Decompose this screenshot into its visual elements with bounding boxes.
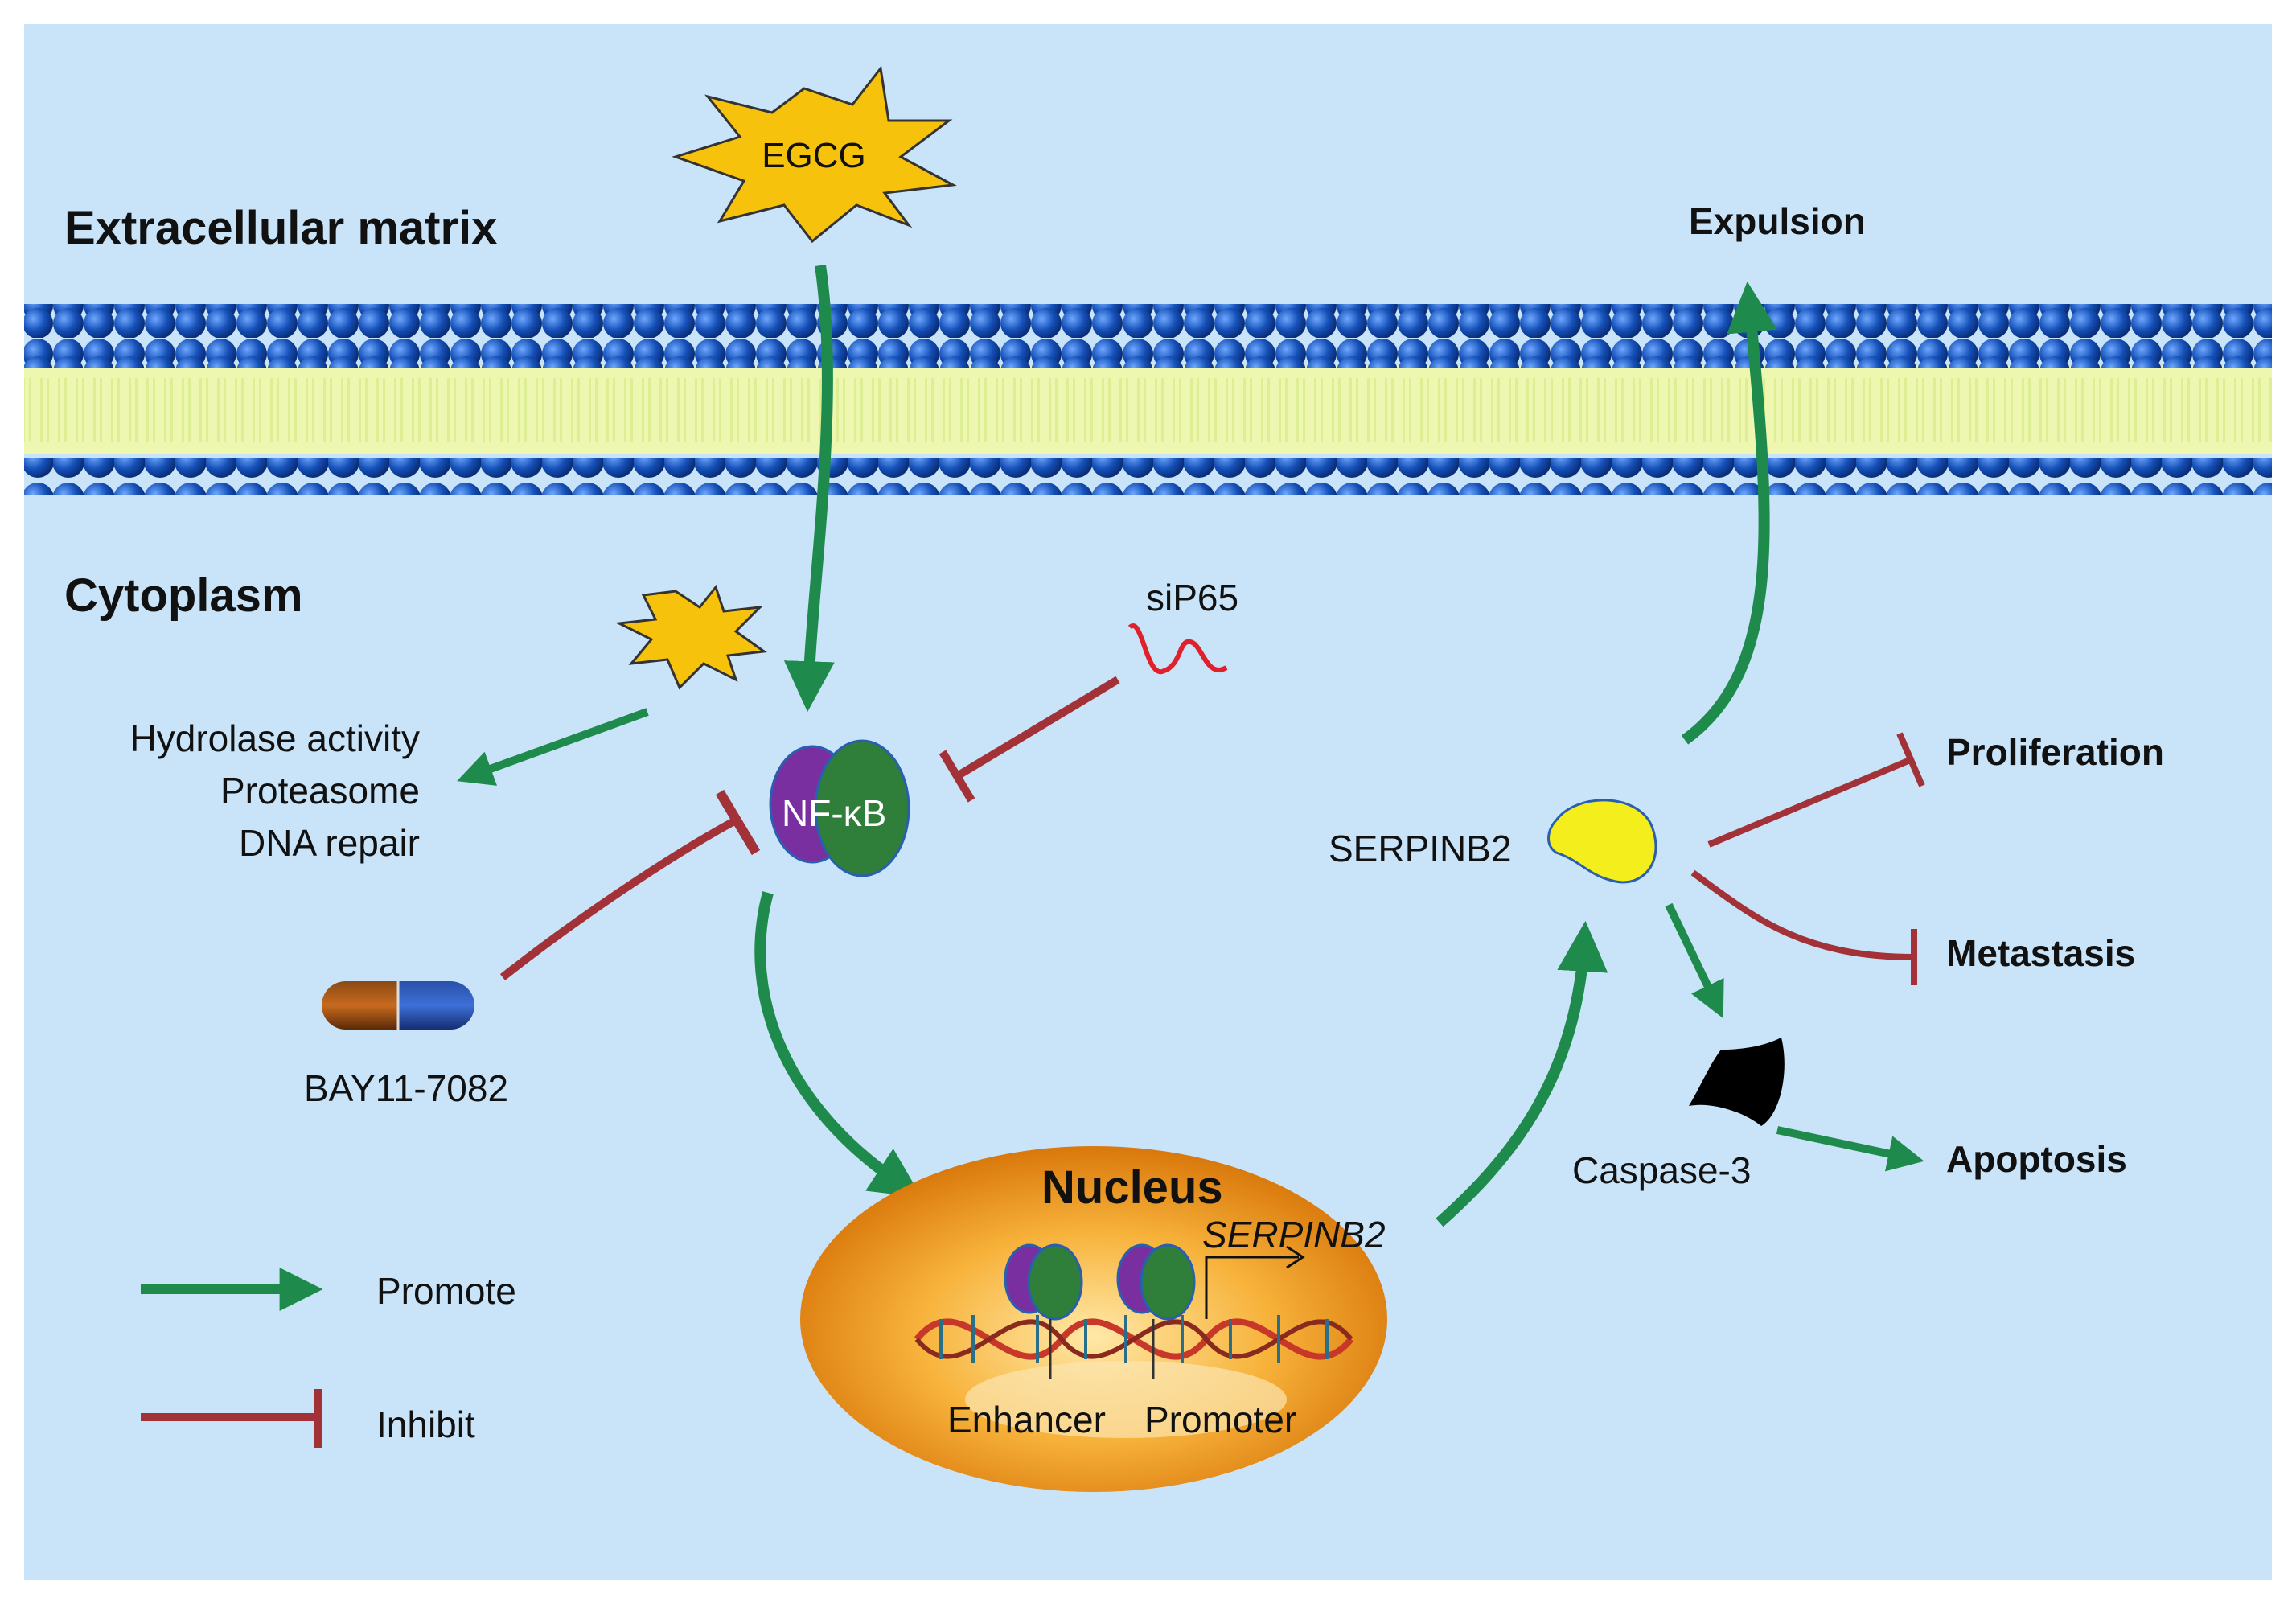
proliferation-inhibit-bar [1896, 732, 1925, 787]
legend-inhibit-label: Inhibit [376, 1404, 475, 1445]
caspase3-icon [1689, 1038, 1785, 1126]
function-hydrolase-label: Hydrolase activity [129, 717, 420, 759]
nucleus-icon [800, 1146, 1387, 1492]
sip65-squiggle-icon [1127, 623, 1228, 674]
bay-capsule-icon [322, 981, 474, 1030]
sip65-inhibit-line [955, 676, 1120, 780]
nfkb-label: NF-κB [782, 792, 887, 834]
apoptosis-label: Apoptosis [1946, 1138, 2127, 1180]
enhancer-label: Enhancer [947, 1399, 1106, 1441]
small-starburst-icon [614, 584, 768, 690]
bay-inhibit-line [499, 816, 738, 980]
nucleus-label: Nucleus [1041, 1161, 1223, 1214]
metastasis-label: Metastasis [1946, 932, 2136, 974]
promoter-label: Promoter [1144, 1399, 1297, 1441]
bay-label: BAY11-7082 [304, 1067, 509, 1109]
nucleus-to-serpinb2-arrow [1436, 920, 1608, 1227]
serpinb2-protein-icon [1547, 799, 1657, 884]
serpinb2-to-expulsion-arrow [1681, 281, 1777, 745]
proliferation-label: Proliferation [1946, 731, 2164, 773]
egcg-label: EGCG [762, 136, 866, 175]
nfkb-to-functions-arrow [457, 708, 649, 786]
bay-inhibit-bar [715, 789, 761, 856]
nfkb-complex-icon [769, 739, 910, 877]
nfkb-to-nucleus-arrow [754, 891, 922, 1198]
serpinb2-gene-label: SERPINB2 [1202, 1214, 1386, 1256]
cell-membrane [24, 304, 2272, 495]
serpinb2-to-caspase-arrow [1665, 902, 1724, 1019]
egcg-to-nfkb-arrow [783, 264, 835, 713]
serpinb2-metastasis-inhibit-line [1690, 869, 1915, 960]
function-proteasome-label: Proteasome [220, 770, 420, 812]
caspase-to-apoptosis-arrow [1776, 1126, 1924, 1172]
legend-promote-label: Promote [376, 1270, 516, 1312]
function-dna-repair-label: DNA repair [239, 822, 420, 864]
sip65-label: siP65 [1146, 577, 1239, 619]
egcg-starburst-icon [672, 65, 957, 244]
caspase3-label: Caspase-3 [1572, 1149, 1752, 1191]
serpinb2-label: SERPINB2 [1329, 828, 1512, 869]
cytoplasm-label: Cytoplasm [64, 569, 303, 622]
expulsion-label: Expulsion [1689, 200, 1866, 242]
sip65-inhibit-bar [939, 750, 975, 803]
extracellular-matrix-label: Extracellular matrix [64, 202, 498, 254]
serpinb2-proliferation-inhibit-line [1707, 757, 1912, 848]
